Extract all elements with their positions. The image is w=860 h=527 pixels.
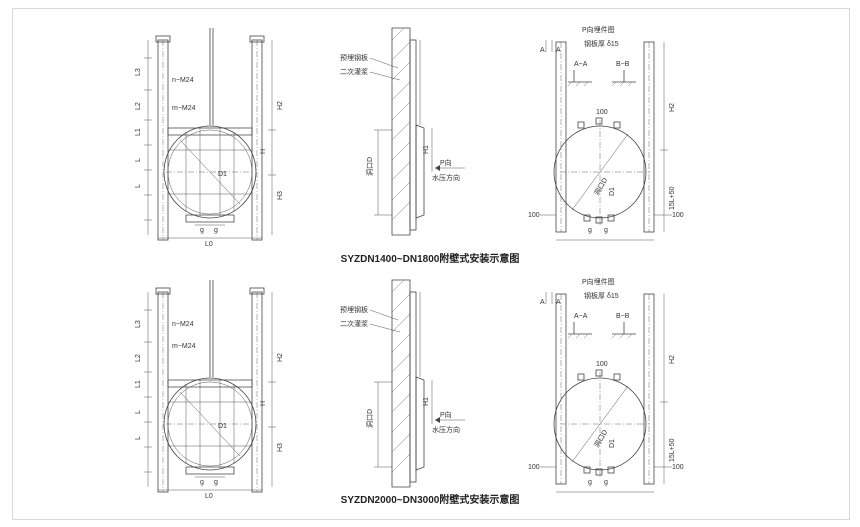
front-labels-bottom: L3 L2 L1 L L n−M24 m−M24 H2 H H3 D1 g g …	[135, 320, 284, 500]
dim-l2: L2	[135, 102, 142, 110]
dim-l3: L3	[135, 68, 142, 76]
p-direction-label: P向	[440, 158, 452, 167]
dim-100: 100	[528, 464, 540, 471]
dim-h2: H2	[277, 353, 284, 362]
pressure-direction-label: 水压方向	[432, 425, 460, 434]
dim-l: L	[135, 158, 142, 162]
p-view-bottom	[539, 291, 673, 493]
grout-label: 二次灌浆	[340, 319, 368, 328]
dim-l1: L1	[135, 380, 142, 388]
dim-15l: 15L+50	[669, 438, 676, 462]
side-view-top	[369, 27, 466, 236]
dim-100: 100	[596, 109, 608, 116]
dim-h: H	[260, 401, 267, 406]
caption-bottom: SYZDN2000~DN3000附壁式安装示意图	[341, 493, 520, 506]
p-view-title: P向埋件图	[582, 277, 615, 286]
plate-thickness-label: 钢板厚 δ15	[584, 291, 619, 300]
p-labels-bottom: P向埋件图 钢板厚 δ15 A A A−A B−B 100 洞口D D1 H2 …	[528, 277, 684, 486]
dim-d1: D1	[609, 187, 616, 196]
dim-g: g	[604, 227, 608, 234]
dim-l2: L2	[135, 354, 142, 362]
dim-g: g	[200, 227, 204, 234]
embedded-plate-label: 预埋钢板	[340, 305, 368, 314]
marker-a: A	[556, 299, 561, 306]
dim-100: 100	[672, 212, 684, 219]
caption-top: SYZDN1400~DN1800附壁式安装示意图	[341, 252, 520, 265]
opening-label: 洞口D	[365, 157, 374, 176]
drawing-border	[12, 8, 850, 520]
p-labels-top: P向埋件图 钢板厚 δ15 A A A−A B−B 100 洞口D D1 H2 …	[528, 25, 684, 234]
pressure-direction-label: 水压方向	[432, 173, 460, 182]
front-labels-top: L3 L2 L1 L L n−M24 m−M24 H2 H H3 D1 g g …	[135, 68, 284, 248]
section-b-label: B−B	[616, 61, 630, 68]
dim-l: L	[135, 184, 142, 188]
dim-100: 100	[672, 464, 684, 471]
dim-h2: H2	[669, 103, 676, 112]
bolt-label-upper: n−M24	[172, 321, 194, 328]
grout-label: 二次灌浆	[340, 67, 368, 76]
section-b-label: B−B	[616, 313, 630, 320]
opening-label: 洞口D	[365, 409, 374, 428]
front-view-bottom	[143, 279, 277, 493]
dim-l: L	[135, 436, 142, 440]
bolt-label-upper: n−M24	[172, 77, 194, 84]
plate-thickness-label: 钢板厚 δ15	[584, 39, 619, 48]
marker-a: A	[556, 47, 561, 54]
section-a-label: A−A	[574, 61, 588, 68]
dim-d1: D1	[218, 423, 227, 430]
dim-l0: L0	[205, 241, 213, 248]
dim-g: g	[214, 479, 218, 486]
dim-l3: L3	[135, 320, 142, 328]
side-view-bottom	[369, 279, 466, 488]
dim-h1: H1	[423, 145, 430, 154]
dim-l1: L1	[135, 128, 142, 136]
bolt-label-lower: m−M24	[172, 105, 196, 112]
dim-15l: 15L+50	[669, 186, 676, 210]
dim-g: g	[588, 227, 592, 234]
marker-a: A	[540, 47, 545, 54]
dim-l: L	[135, 410, 142, 414]
dim-100: 100	[596, 361, 608, 368]
dim-h3: H3	[277, 443, 284, 452]
embedded-plate-label: 预埋钢板	[340, 53, 368, 62]
bolt-label-lower: m−M24	[172, 343, 196, 350]
dim-d1: D1	[218, 171, 227, 178]
section-a-label: A−A	[574, 313, 588, 320]
dim-g: g	[214, 227, 218, 234]
dim-d1: D1	[609, 439, 616, 448]
dim-l0: L0	[205, 493, 213, 500]
dim-g: g	[588, 479, 592, 486]
dim-100: 100	[528, 212, 540, 219]
dim-h: H	[260, 149, 267, 154]
dim-g: g	[200, 479, 204, 486]
dim-g: g	[604, 479, 608, 486]
dim-h1: H1	[423, 397, 430, 406]
front-view-top	[143, 27, 277, 241]
p-direction-label: P向	[440, 410, 452, 419]
dim-h2: H2	[669, 355, 676, 364]
side-labels-top: 预埋钢板 二次灌浆 洞口D H1 P向 水压方向	[340, 53, 460, 182]
marker-a: A	[540, 299, 545, 306]
side-labels-bottom: 预埋钢板 二次灌浆 洞口D H1 P向 水压方向	[340, 305, 460, 434]
dim-h2: H2	[277, 101, 284, 110]
p-view-top	[539, 39, 673, 241]
dim-h3: H3	[277, 191, 284, 200]
p-view-title: P向埋件图	[582, 25, 615, 34]
